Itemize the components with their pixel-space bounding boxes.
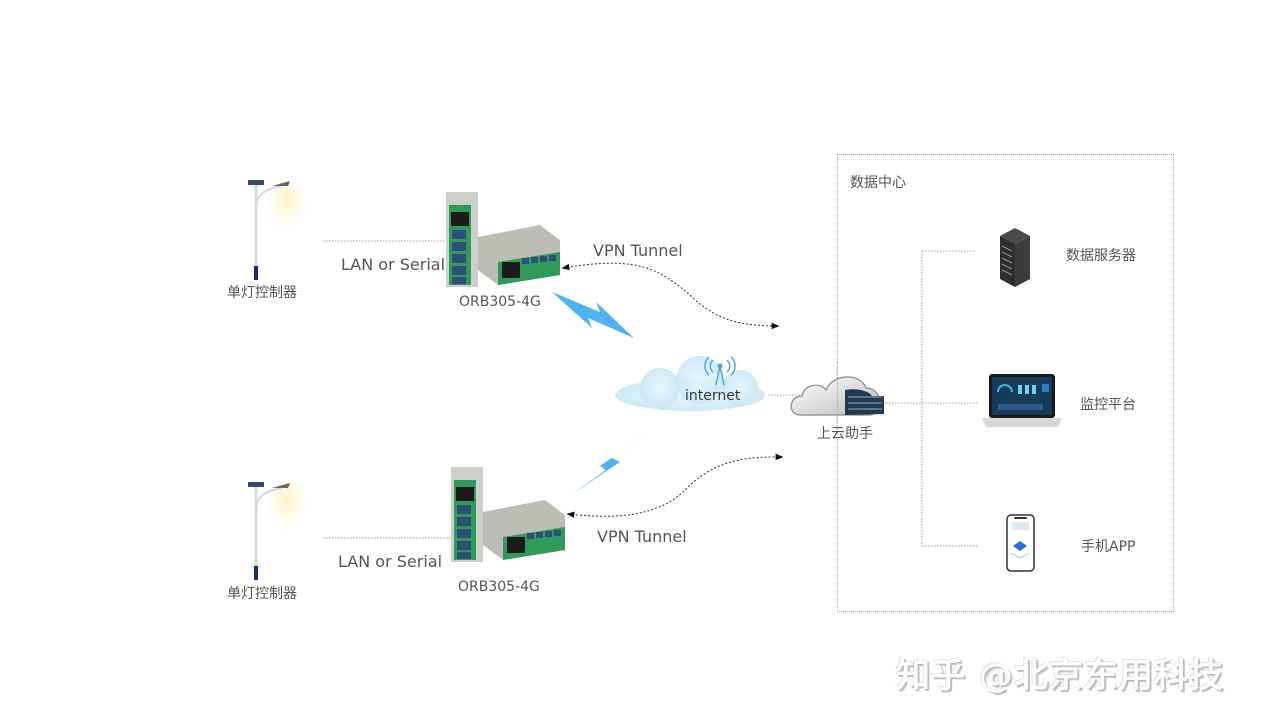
dc-node-label-monitor: 监控平台 xyxy=(1080,397,1136,413)
tunnel-label-2: VPN Tunnel xyxy=(597,527,687,546)
data-center-container xyxy=(837,154,1174,612)
dc-node-label-server: 数据服务器 xyxy=(1066,248,1136,264)
cloud-assistant-icon xyxy=(790,376,884,416)
smartphone-app-icon xyxy=(1006,514,1035,572)
street-lamp-icon-1 xyxy=(248,180,307,280)
tunnel-label-1: VPN Tunnel xyxy=(593,241,683,260)
vpn-tunnel-curve-1 xyxy=(561,262,780,330)
router-label-2: ORB305-4G xyxy=(458,579,540,595)
street-lamp-icon-2 xyxy=(248,482,307,580)
data-center-title: 数据中心 xyxy=(850,175,906,191)
vpn-tunnel-curve-2 xyxy=(566,453,784,518)
controller-label-1: 单灯控制器 xyxy=(227,285,297,301)
dc-node-label-app: 手机APP xyxy=(1081,539,1136,555)
router-label-1: ORB305-4G xyxy=(459,294,541,310)
link-label-1: LAN or Serial xyxy=(341,255,446,274)
internet-label: internet xyxy=(685,388,741,404)
antenna-tower-icon xyxy=(704,356,736,386)
router-device-icon-1 xyxy=(446,192,560,287)
watermark: 知乎 @北京东用科技 xyxy=(896,656,1224,696)
server-rack-icon xyxy=(1000,228,1030,287)
router-device-icon-2 xyxy=(451,467,565,562)
controller-label-2: 单灯控制器 xyxy=(227,586,297,602)
internet-cloud-icon xyxy=(615,356,765,411)
wireless-lightning-icon-1 xyxy=(552,292,634,338)
wireless-lightning-icon-2 xyxy=(571,434,647,495)
laptop-dashboard-icon xyxy=(982,374,1062,427)
cloud-assistant-label: 上云助手 xyxy=(817,426,873,442)
link-label-2: LAN or Serial xyxy=(338,552,443,571)
